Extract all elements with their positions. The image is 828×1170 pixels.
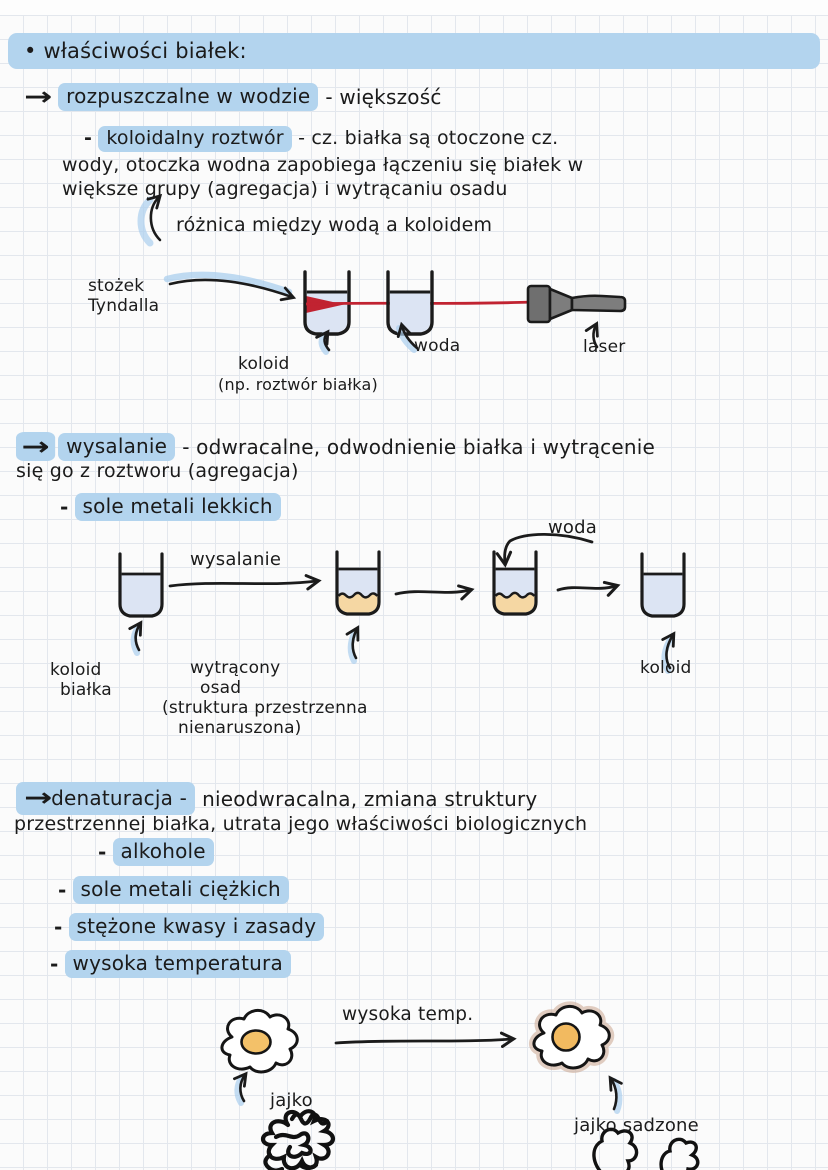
beaker-redissolving-icon bbox=[492, 550, 538, 616]
denaturation-term: denaturacja - bbox=[51, 785, 188, 810]
tyndall-laser-label: laser bbox=[583, 337, 626, 357]
page-title: • właściwości białek: bbox=[8, 33, 820, 69]
fried-egg-pointer-arrow-icon bbox=[608, 1075, 623, 1111]
tyndall-figure-drawing bbox=[163, 270, 627, 355]
laser-flashlight-icon bbox=[526, 284, 627, 324]
denaturation-item-high-temperature: - wysoka temperatura bbox=[50, 950, 291, 978]
high-temp-label: wysoka temp. bbox=[342, 1004, 474, 1025]
denaturation-rest-line1: nieodwracalna, zmiana struktury bbox=[202, 786, 538, 811]
salting-rest-line2: się go z roztworu (agregacja) bbox=[16, 460, 299, 482]
colloid-term: koloidalny roztwór bbox=[98, 126, 292, 152]
water-pour-arrow-icon bbox=[495, 532, 594, 568]
laser-pointer-arrow-icon bbox=[584, 321, 599, 349]
raw-egg-icon bbox=[220, 1009, 299, 1074]
denaturation-item-acids-bases: - stężone kwasy i zasady bbox=[54, 913, 325, 941]
curved-arrow-icon bbox=[137, 193, 163, 247]
coiled-protein-scribble-icon bbox=[260, 1109, 336, 1170]
arrow-right-icon: → bbox=[24, 82, 53, 111]
colloid-pointer-arrow-icon bbox=[315, 329, 331, 352]
salting-item-label: sole metali lekkich bbox=[74, 493, 281, 521]
fried-egg-label: jajko sadzone bbox=[574, 1115, 699, 1136]
egg-figure-drawing bbox=[220, 1001, 700, 1170]
egg-denaturation-figure: wysoka temp. jajko jajko sadzone bbox=[150, 995, 828, 1170]
dash: - bbox=[84, 127, 93, 149]
denaturation-item-heavy-metal-salts: - sole metali ciężkich bbox=[58, 876, 289, 904]
high-temp-arrow-icon bbox=[334, 1031, 517, 1048]
water-pointer-arrow-icon bbox=[396, 321, 419, 350]
beaker-water-icon bbox=[386, 270, 434, 336]
step-arrow-icon bbox=[394, 584, 475, 601]
salting-figure-drawing bbox=[118, 532, 686, 674]
salting-item-light-metal-salts: - sole metali lekkich bbox=[60, 493, 281, 521]
egg-pointer-arrow-icon bbox=[232, 1071, 248, 1103]
colloid-note: różnica między wodą a koloidem bbox=[176, 214, 493, 236]
salting-process-arrow-icon bbox=[168, 574, 322, 591]
salting-beaker2-label: wytrącony osad (struktura przestrzenna n… bbox=[162, 658, 368, 738]
salting-process-label: wysalanie bbox=[190, 549, 282, 570]
denaturation-heading: → denaturacja - nieodwracalna, zmiana st… bbox=[16, 782, 537, 815]
raw-egg-label: jajko bbox=[270, 1090, 313, 1111]
page-top-margin bbox=[0, 0, 828, 15]
salting-term: wysalanie bbox=[58, 432, 176, 461]
tyndall-water-label: woda bbox=[414, 336, 461, 356]
step-arrow-icon bbox=[556, 580, 621, 597]
tyndall-colloid-label: koloid bbox=[238, 354, 290, 374]
salting-figure: wysalanie woda koloid białka wytrącony o… bbox=[40, 518, 790, 753]
denaturation-rest-line2: przestrzennej białka, utrata jego właści… bbox=[14, 813, 588, 835]
salting-rest-line1: - odwracalne, odwodnienie białka i wytrą… bbox=[182, 434, 655, 459]
salting-water-label: woda bbox=[548, 517, 597, 538]
salting-beaker4-label: koloid bbox=[640, 658, 692, 678]
beaker-colloid-start-icon bbox=[118, 552, 164, 618]
salting-heading: → wysalanie - odwracalne, odwodnienie bi… bbox=[16, 432, 655, 461]
beaker-precipitate-icon bbox=[335, 550, 381, 616]
pointer-arrow-icon bbox=[661, 631, 676, 670]
denaturation-term-highlight: → denaturacja - bbox=[16, 782, 196, 815]
fried-egg-icon bbox=[529, 1001, 615, 1073]
solubility-rest: - większość bbox=[325, 84, 442, 109]
cone-pointer-arrow-icon bbox=[168, 278, 297, 302]
tyndall-colloid-sublabel: (np. roztwór białka) bbox=[218, 375, 378, 394]
colloid-paragraph: - koloidalny roztwór - cz. białka są oto… bbox=[62, 126, 583, 201]
tyndall-cone-label: stożek Tyndalla bbox=[88, 276, 160, 316]
colloid-def-line2: wody, otoczka wodna zapobiega łączeniu s… bbox=[62, 154, 584, 176]
pointer-arrow-icon bbox=[128, 620, 143, 652]
dash: - bbox=[60, 495, 69, 519]
pointer-arrow-icon bbox=[345, 625, 360, 660]
denatured-protein-scribble-icon bbox=[592, 1127, 700, 1170]
colloid-def-line3: większe grupy (agregacja) i wytrącaniu o… bbox=[62, 178, 508, 200]
salting-beaker1-label: koloid białka bbox=[50, 660, 112, 700]
arrow-right-icon: → bbox=[16, 432, 56, 461]
solubility-heading: → rozpuszczalne w wodzie - większość bbox=[24, 82, 442, 111]
arrow-right-icon: → bbox=[24, 783, 53, 812]
denaturation-item-alcohols: - alkohole bbox=[98, 838, 214, 866]
solubility-term: rozpuszczalne w wodzie bbox=[58, 82, 319, 111]
beaker-colloid-end-icon bbox=[640, 552, 686, 618]
page-title-text: • właściwości białek: bbox=[24, 39, 247, 63]
colloid-def-line1: - cz. białka są otoczone cz. bbox=[298, 127, 559, 149]
tyndall-figure: stożek Tyndalla woda laser koloid (np. r… bbox=[80, 250, 720, 402]
